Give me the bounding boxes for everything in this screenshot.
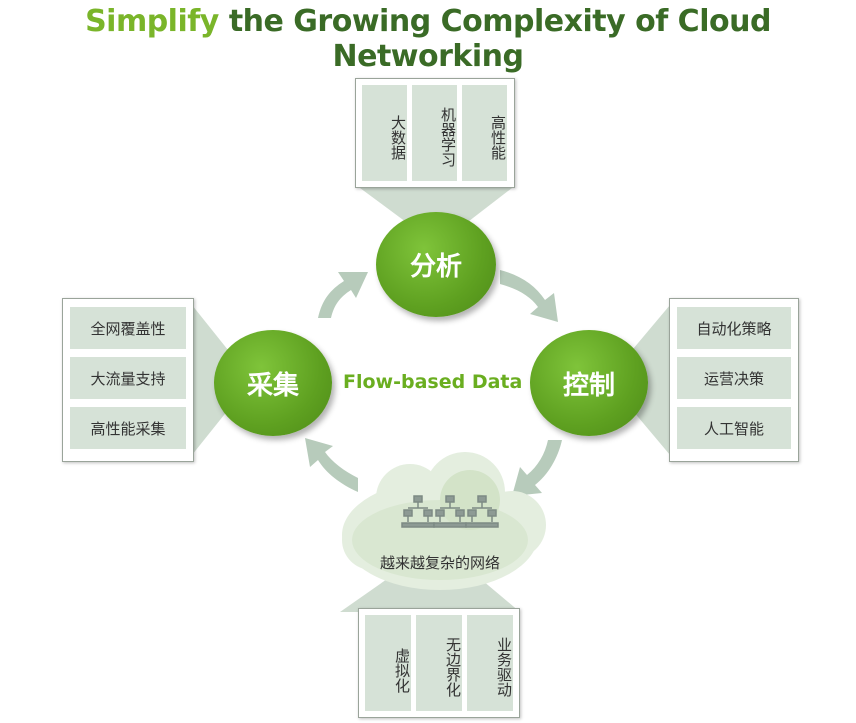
network-icon-2 xyxy=(433,495,467,528)
right-panel-cell-2: 运营决策 xyxy=(677,357,791,399)
right-panel-cell-3: 人工智能 xyxy=(677,407,791,449)
bottom-panel-cell-3: 业务驱动 xyxy=(467,615,513,711)
top-panel-cell-3: 高性能 xyxy=(462,85,507,181)
page-title: Simplify the Growing Complexity of Cloud… xyxy=(0,4,856,74)
top-panel: 大数据 机器学习 高性能 xyxy=(355,78,515,188)
network-icons xyxy=(401,495,499,528)
bottom-panel: 虚拟化 无边界化 业务驱动 xyxy=(358,608,520,718)
arrow-right-to-bottom xyxy=(512,440,562,496)
bottom-panel-cell-1: 虚拟化 xyxy=(365,615,411,711)
cycle-arrows xyxy=(305,270,562,496)
network-icon-1 xyxy=(401,495,435,528)
node-collect: 采集 xyxy=(214,330,332,436)
cloud-shape xyxy=(342,452,546,590)
left-panel-cell-1: 全网覆盖性 xyxy=(70,307,186,349)
center-label: Flow-based Data xyxy=(343,371,523,393)
arrow-bottom-to-left xyxy=(305,438,358,492)
right-panel: 自动化策略 运营决策 人工智能 xyxy=(669,298,799,462)
arrow-left-to-top xyxy=(318,272,368,318)
title-rest: the Growing Complexity of Cloud Networki… xyxy=(218,4,772,74)
node-control: 控制 xyxy=(530,330,648,436)
right-connector xyxy=(628,305,670,455)
left-connector xyxy=(192,305,232,455)
arrow-top-to-right xyxy=(500,270,558,322)
left-panel-cell-3: 高性能采集 xyxy=(70,407,186,449)
title-accent: Simplify xyxy=(85,4,219,39)
bottom-panel-cell-2: 无边界化 xyxy=(416,615,462,711)
node-analyze: 分析 xyxy=(376,212,496,317)
left-panel: 全网覆盖性 大流量支持 高性能采集 xyxy=(62,298,194,462)
left-panel-cell-2: 大流量支持 xyxy=(70,357,186,399)
top-panel-cell-1: 大数据 xyxy=(362,85,407,181)
cloud-label: 越来越复杂的网络 xyxy=(379,554,500,572)
right-panel-cell-1: 自动化策略 xyxy=(677,307,791,349)
top-panel-cell-2: 机器学习 xyxy=(412,85,457,181)
top-connector xyxy=(360,188,512,228)
network-icon-3 xyxy=(465,495,499,528)
